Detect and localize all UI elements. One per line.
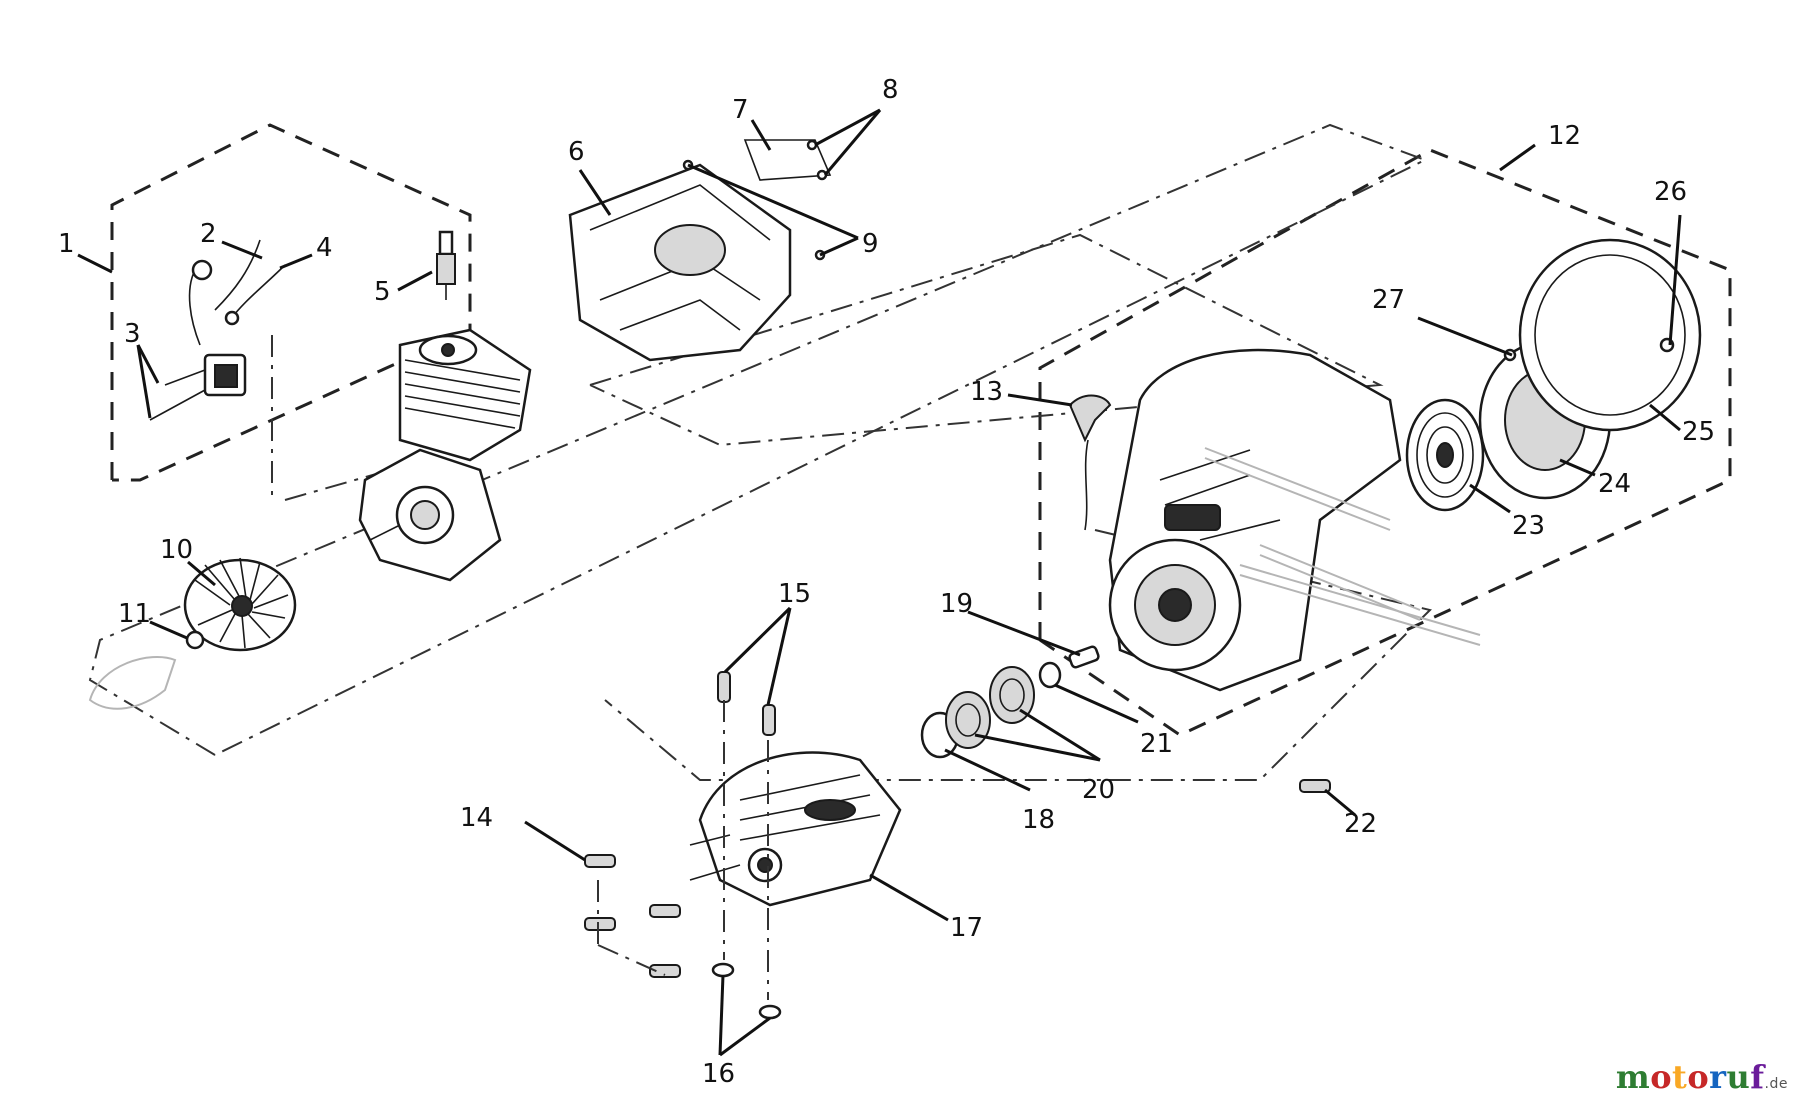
callout-7: 7 — [732, 95, 749, 125]
callout-17: 17 — [950, 913, 983, 943]
callout-21: 21 — [1140, 729, 1173, 759]
group-outline-ignition — [110, 123, 472, 482]
callout-22: 22 — [1344, 809, 1377, 839]
callout-15: 15 — [778, 579, 811, 609]
ignition-coil — [149, 239, 286, 421]
callout-13: 13 — [970, 377, 1003, 407]
callout-10: 10 — [160, 535, 193, 565]
spark-plug — [436, 230, 456, 300]
callout-labels: 1 2 3 4 5 6 7 8 9 10 11 12 13 14 15 16 1… — [58, 75, 1715, 1089]
watermark-logo: motoruf.de — [1615, 1058, 1788, 1096]
throttle-trigger — [1068, 394, 1112, 531]
leader-lines — [77, 108, 1682, 1057]
callout-2: 2 — [200, 219, 217, 249]
callout-8: 8 — [882, 75, 899, 105]
clutch-parts — [920, 645, 1100, 759]
fan-housing — [1108, 348, 1402, 692]
callout-5: 5 — [374, 277, 391, 307]
callout-23: 23 — [1512, 511, 1545, 541]
engine-shroud — [568, 163, 792, 362]
callout-4: 4 — [316, 233, 333, 263]
callout-20: 20 — [1082, 775, 1115, 805]
callout-3: 3 — [124, 319, 141, 349]
callout-25: 25 — [1682, 417, 1715, 447]
callout-12: 12 — [1548, 121, 1581, 151]
group-outline-housing — [1038, 148, 1732, 737]
screws — [584, 671, 1331, 1020]
guide-rods — [1204, 447, 1481, 646]
callout-26: 26 — [1654, 177, 1687, 207]
callout-11: 11 — [118, 599, 151, 629]
callout-24: 24 — [1598, 469, 1631, 499]
callout-27: 27 — [1372, 285, 1405, 315]
callout-9: 9 — [862, 229, 879, 259]
callout-14: 14 — [460, 803, 493, 833]
gear-housing — [689, 751, 902, 907]
callout-18: 18 — [1022, 805, 1055, 835]
callout-16: 16 — [702, 1059, 735, 1089]
cylinder-crankcase — [358, 328, 532, 582]
callout-1: 1 — [58, 229, 75, 259]
callout-6: 6 — [568, 137, 585, 167]
callout-19: 19 — [940, 589, 973, 619]
flywheel — [88, 557, 297, 710]
starter-assembly — [1405, 238, 1702, 512]
